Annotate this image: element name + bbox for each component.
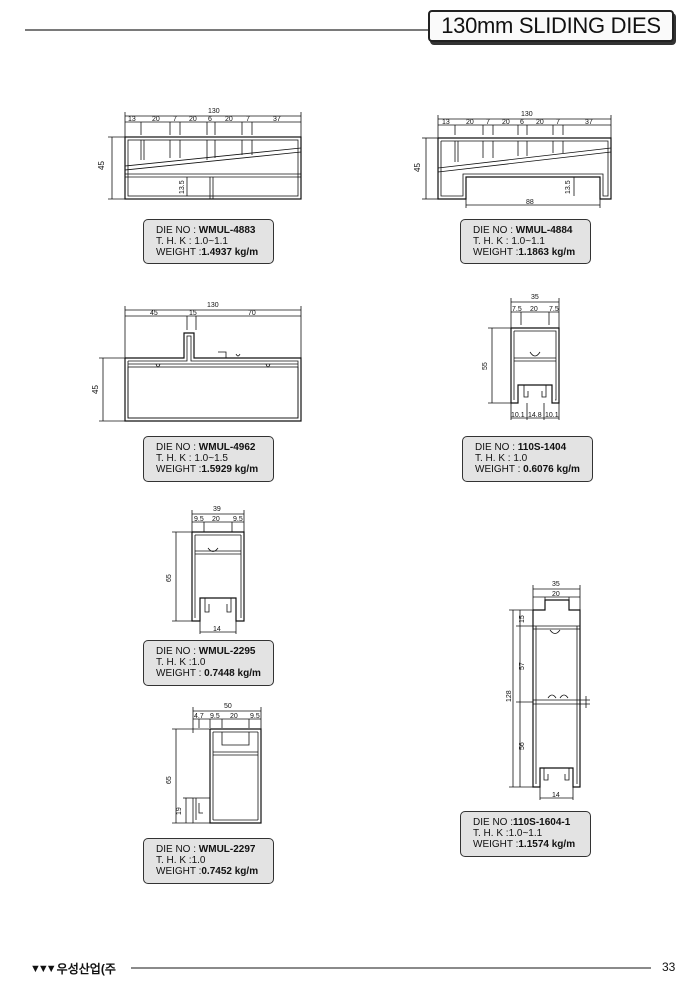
svg-text:7.5: 7.5 <box>549 306 559 313</box>
svg-text:6: 6 <box>208 116 212 123</box>
footer-rule <box>131 967 651 969</box>
svg-text:70: 70 <box>248 310 256 317</box>
svg-text:20: 20 <box>530 306 538 313</box>
svg-text:7: 7 <box>486 119 490 126</box>
svg-text:7: 7 <box>556 119 560 126</box>
svg-text:14: 14 <box>552 792 560 799</box>
svg-text:10.1: 10.1 <box>545 412 559 419</box>
svg-text:20: 20 <box>212 516 220 523</box>
svg-text:6: 6 <box>520 119 524 126</box>
svg-text:35: 35 <box>531 294 539 301</box>
svg-text:15: 15 <box>519 615 526 623</box>
svg-text:10.1: 10.1 <box>511 412 525 419</box>
svg-text:39: 39 <box>213 506 221 513</box>
svg-text:128: 128 <box>506 690 513 702</box>
spec-box-110s-1404: DIE NO : 110S-1404 T. H. K : 1.0 WEIGHT … <box>462 436 593 482</box>
svg-text:65: 65 <box>166 776 173 784</box>
header-rule <box>25 29 430 31</box>
profile-drawing-wmul-4884: 45 13.5 130 13 20 7 20 6 20 7 37 88 <box>413 111 612 208</box>
profile-drawing-wmul-4962: 45 130 45 15 70 <box>91 302 302 422</box>
profile-drawing-wmul-4883: 45 13.5 130 13 20 7 20 6 20 7 37 <box>97 108 302 200</box>
svg-text:7: 7 <box>173 116 177 123</box>
spec-box-wmul-4883: DIE NO : WMUL-4883 T. H. K : 1.0~1.1 WEI… <box>143 219 274 264</box>
svg-text:9.5: 9.5 <box>194 516 204 523</box>
svg-text:45: 45 <box>97 161 106 170</box>
svg-text:20: 20 <box>152 116 160 123</box>
profile-drawing-wmul-2295: 65 39 9.5 20 9.5 14 <box>166 506 245 634</box>
company-logo: ▼▼▼ 우성산업(주 <box>30 960 116 977</box>
profile-drawing-wmul-2297: 65 19 50 4.7 9.5 20 9.5 <box>166 703 262 824</box>
svg-text:50: 50 <box>224 703 232 710</box>
svg-text:19: 19 <box>176 807 183 815</box>
spec-box-wmul-4962: DIE NO : WMUL-4962 T. H. K : 1.0~1.5 WEI… <box>143 436 274 482</box>
logo-mark-icon: ▼▼▼ <box>30 962 57 975</box>
page-number: 33 <box>662 960 676 974</box>
svg-text:65: 65 <box>166 574 173 582</box>
svg-text:20: 20 <box>536 119 544 126</box>
svg-text:13: 13 <box>128 116 136 123</box>
svg-text:13: 13 <box>442 119 450 126</box>
svg-text:13.5: 13.5 <box>565 180 572 194</box>
company-name: 우성산업(주 <box>56 962 116 976</box>
page-title: 130mm SLIDING DIES <box>428 10 674 42</box>
svg-text:20: 20 <box>230 713 238 720</box>
svg-text:130: 130 <box>521 111 533 118</box>
svg-text:14.8: 14.8 <box>528 412 542 419</box>
spec-box-wmul-2297: DIE NO : WMUL-2297 T. H. K :1.0 WEIGHT :… <box>143 838 274 884</box>
spec-box-wmul-2295: DIE NO : WMUL-2295 T. H. K :1.0 WEIGHT :… <box>143 640 274 686</box>
svg-text:15: 15 <box>189 310 197 317</box>
profile-drawing-110s-1404: 55 35 7.5 20 7.5 10.1 14.8 10.1 <box>482 294 560 420</box>
svg-text:20: 20 <box>502 119 510 126</box>
svg-text:9.5: 9.5 <box>210 713 220 720</box>
svg-text:37: 37 <box>585 119 593 126</box>
profile-drawing-110s-1604-1: 15 57 128 56 35 20 14 <box>506 581 590 800</box>
spec-box-wmul-4884: DIE NO : WMUL-4884 T. H. K : 1.0~1.1 WEI… <box>460 219 591 264</box>
svg-text:35: 35 <box>552 581 560 588</box>
spec-box-110s-1604-1: DIE NO :110S-1604-1 T. H. K :1.0~1.1 WEI… <box>460 811 591 857</box>
svg-text:130: 130 <box>208 108 220 115</box>
svg-text:56: 56 <box>519 742 526 750</box>
svg-text:55: 55 <box>482 362 489 370</box>
svg-text:88: 88 <box>526 199 534 206</box>
svg-text:9.5: 9.5 <box>250 713 260 720</box>
svg-text:13.5: 13.5 <box>179 180 186 194</box>
svg-text:57: 57 <box>519 662 526 670</box>
svg-text:7: 7 <box>246 116 250 123</box>
svg-text:20: 20 <box>189 116 197 123</box>
svg-text:9.5: 9.5 <box>233 516 243 523</box>
svg-text:45: 45 <box>91 385 100 394</box>
svg-text:37: 37 <box>273 116 281 123</box>
svg-text:20: 20 <box>552 591 560 598</box>
svg-text:4.7: 4.7 <box>194 713 204 720</box>
svg-text:20: 20 <box>466 119 474 126</box>
svg-text:7.5: 7.5 <box>512 306 522 313</box>
svg-text:20: 20 <box>225 116 233 123</box>
svg-text:45: 45 <box>150 310 158 317</box>
svg-text:130: 130 <box>207 302 219 309</box>
svg-text:14: 14 <box>213 626 221 633</box>
svg-text:45: 45 <box>413 163 422 172</box>
